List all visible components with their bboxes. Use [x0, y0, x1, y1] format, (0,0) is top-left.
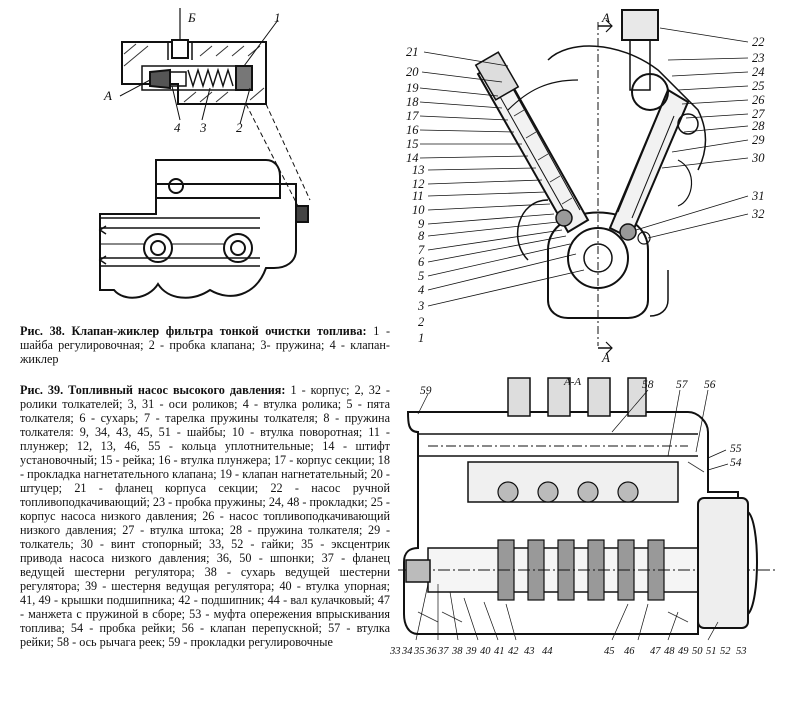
part-label: 29: [752, 133, 765, 147]
part-label: 53: [736, 646, 747, 657]
part-label: 47: [650, 646, 661, 657]
part-label: 42: [508, 646, 519, 657]
fig39-longitudinal-section: А-А 59 58 57 56 55 54 33 34 35 36 37 38 …: [389, 376, 778, 657]
part-label: 15: [406, 137, 419, 151]
part-label: 57: [676, 379, 689, 391]
part-label: 8: [418, 229, 425, 243]
fig39-cross-section: А А 21 20 19 18 17 16 15 14 13 12 11 10 …: [406, 9, 765, 365]
part-label: 43: [524, 646, 535, 657]
fig38-drawing: Б 1 А 4 3 2: [98, 8, 311, 299]
part-label: 13: [412, 163, 425, 177]
part-label: 20: [406, 65, 419, 79]
part-label: 36: [425, 646, 437, 657]
part-label: 21: [406, 45, 419, 59]
part-label: 41: [494, 646, 505, 657]
part-label: 31: [751, 189, 765, 203]
part-label: 48: [664, 646, 675, 657]
fig39-caption-title: Рис. 39. Топливный насос высокого давлен…: [20, 383, 286, 397]
part-label: 34: [401, 646, 413, 657]
part-label: 35: [413, 646, 425, 657]
part-label: 6: [418, 255, 425, 269]
fig39-caption: Рис. 39. Топливный насос высокого давлен…: [20, 383, 390, 649]
fig38-label-1: 1: [274, 10, 281, 25]
part-label: 12: [412, 177, 425, 191]
fig38-caption-body: 1 - шайба регулировочная; 2 - пробка кла…: [20, 324, 390, 366]
part-label: 52: [720, 646, 731, 657]
fig38-label-2: 2: [236, 120, 243, 135]
fig38-label-3: 3: [199, 120, 207, 135]
part-label: 22: [752, 35, 765, 49]
part-label: 11: [412, 189, 424, 203]
part-label: 5: [418, 269, 424, 283]
part-label: 55: [730, 443, 742, 455]
part-label: 49: [678, 646, 689, 657]
part-label: 38: [451, 646, 463, 657]
part-label: 24: [752, 65, 765, 79]
part-label: 27: [752, 107, 765, 121]
part-label: 25: [752, 79, 765, 93]
part-label: 51: [706, 646, 717, 657]
fig38-caption: Рис. 38. Клапан-жиклер фильтра тонкой оч…: [20, 324, 390, 366]
part-label: 58: [642, 379, 654, 391]
part-label: 40: [480, 646, 491, 657]
part-label: 3: [417, 299, 424, 313]
part-label: 37: [437, 646, 449, 657]
part-label: 19: [406, 81, 419, 95]
part-label: 50: [692, 646, 703, 657]
part-label: 44: [542, 646, 553, 657]
part-label: 17: [406, 109, 419, 123]
part-label: 16: [406, 123, 419, 137]
fig38-caption-title: Рис. 38. Клапан-жиклер фильтра тонкой оч…: [20, 324, 367, 338]
part-label: 9: [418, 217, 425, 231]
part-label: 2: [418, 315, 424, 329]
part-label: 26: [752, 93, 765, 107]
fig38-label-a: А: [103, 88, 112, 103]
part-label: 1: [418, 331, 424, 345]
part-label: 39: [465, 646, 477, 657]
part-label: 33: [389, 646, 401, 657]
part-label: 54: [730, 457, 742, 469]
fig39-section-mark-bottom: А: [601, 350, 610, 365]
part-label: 32: [751, 207, 765, 221]
part-label: 4: [418, 283, 424, 297]
part-label: 46: [624, 646, 635, 657]
fig38-label-4: 4: [174, 120, 181, 135]
fig39-caption-body: 1 - корпус; 2, 32 - ролики толкателей; 3…: [20, 383, 390, 649]
fig39-section-mark-top: А: [601, 10, 610, 25]
part-label: 56: [704, 379, 716, 391]
part-label: 14: [406, 151, 419, 165]
part-label: 30: [751, 151, 765, 165]
fig39-section-title: А-А: [563, 376, 581, 388]
part-label: 7: [418, 243, 425, 257]
part-label: 23: [752, 51, 765, 65]
part-label: 59: [420, 385, 432, 397]
fig38-label-b: Б: [187, 10, 196, 25]
part-label: 10: [412, 203, 425, 217]
part-label: 28: [752, 119, 765, 133]
part-label: 45: [604, 646, 615, 657]
part-label: 18: [406, 95, 419, 109]
